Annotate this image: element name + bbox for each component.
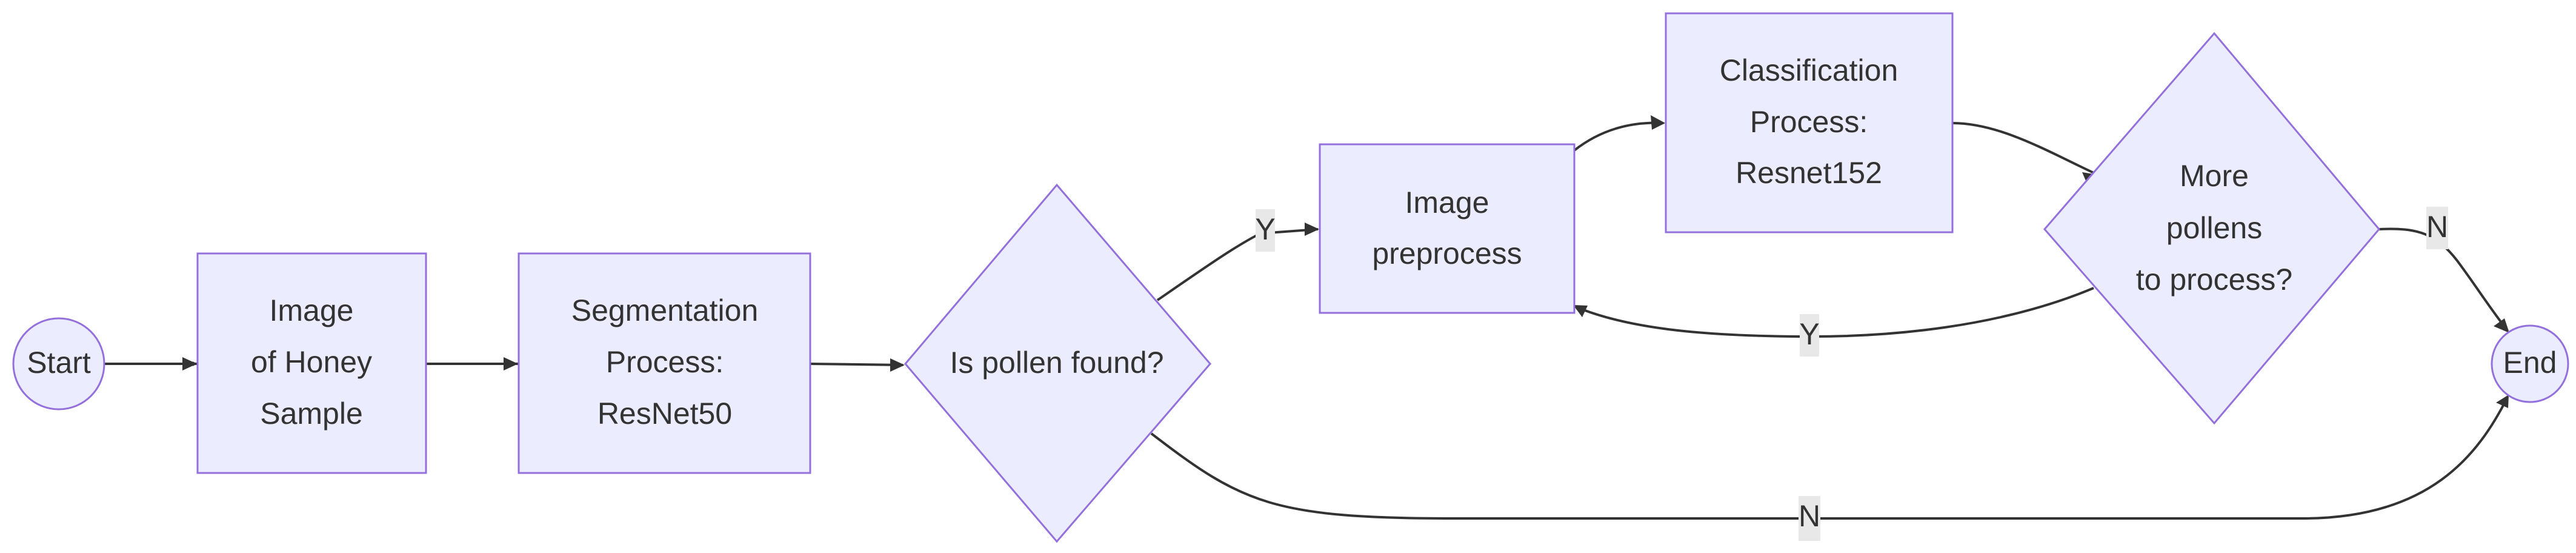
node-end: End (2491, 324, 2569, 403)
node-classification-process: Classification Process: Resnet152 (1665, 12, 1954, 233)
arrowhead-icon (2494, 318, 2509, 333)
node-image-line-3: Sample (260, 397, 363, 431)
node-segmentation-line-1: Segmentation (571, 293, 759, 327)
node-more-pollens-line-2: pollens (2166, 211, 2262, 245)
node-start: Start (12, 317, 105, 411)
node-start-label: Start (27, 346, 91, 380)
edge-label-more-yes-text: Y (1799, 317, 1819, 351)
node-image-of-honey-sample: Image of Honey Sample (196, 252, 427, 474)
arrowhead-icon (890, 358, 905, 372)
edge-more-to-end (2378, 227, 2509, 332)
node-preprocess-line-2: preprocess (1372, 236, 1522, 270)
node-pollen-found-label: Is pollen found? (950, 346, 1163, 380)
node-image-line-1: Image (270, 293, 354, 327)
edge-label-more-yes: Y (1799, 314, 1820, 357)
node-classification-line-1: Classification (1720, 53, 1899, 87)
node-end-label: End (2503, 346, 2557, 380)
arrowhead-icon (1651, 115, 1665, 130)
edge-label-found-yes-text: Y (1255, 212, 1275, 246)
node-decision-pollen-found: Is pollen found? (904, 183, 1211, 543)
node-preprocess-line-1: Image (1405, 186, 1489, 220)
edge-more-to-preprocess (1574, 287, 2094, 338)
arrowhead-icon (504, 357, 518, 370)
node-segmentation-line-2: Process: (606, 345, 724, 379)
edge-label-more-no-text: N (2426, 210, 2448, 244)
arrowheads (182, 115, 2509, 408)
edge-label-found-no-text: N (1799, 499, 1820, 533)
edge-decision-to-end (1150, 397, 2509, 520)
edge-label-more-no: N (2426, 207, 2448, 249)
edge-label-found-yes: Y (1255, 209, 1276, 252)
arrowhead-icon (2496, 395, 2509, 408)
edge-decision-to-preprocess (1156, 228, 1319, 301)
node-decision-more-pollens: More pollens to process? (2043, 32, 2380, 425)
node-image-line-2: of Honey (251, 345, 372, 379)
edge-preprocess-to-classification (1573, 121, 1664, 152)
node-segmentation-line-3: ResNet50 (597, 397, 732, 431)
arrowhead-icon (1573, 305, 1588, 317)
arrowhead-icon (1305, 223, 1319, 236)
node-segmentation-process: Segmentation Process: ResNet50 (518, 252, 811, 474)
edge-label-found-no: N (1799, 496, 1820, 541)
node-classification-line-2: Process: (1750, 105, 1868, 139)
node-image-preprocess: Image preprocess (1319, 143, 1576, 314)
node-more-pollens-line-1: More (2180, 159, 2249, 193)
edge-classification-to-more (1952, 122, 2094, 174)
arrowhead-icon (182, 357, 197, 370)
node-more-pollens-line-3: to process? (2136, 263, 2292, 297)
edge-segmentation-to-decision (810, 363, 904, 366)
node-classification-line-3: Resnet152 (1736, 156, 1882, 190)
